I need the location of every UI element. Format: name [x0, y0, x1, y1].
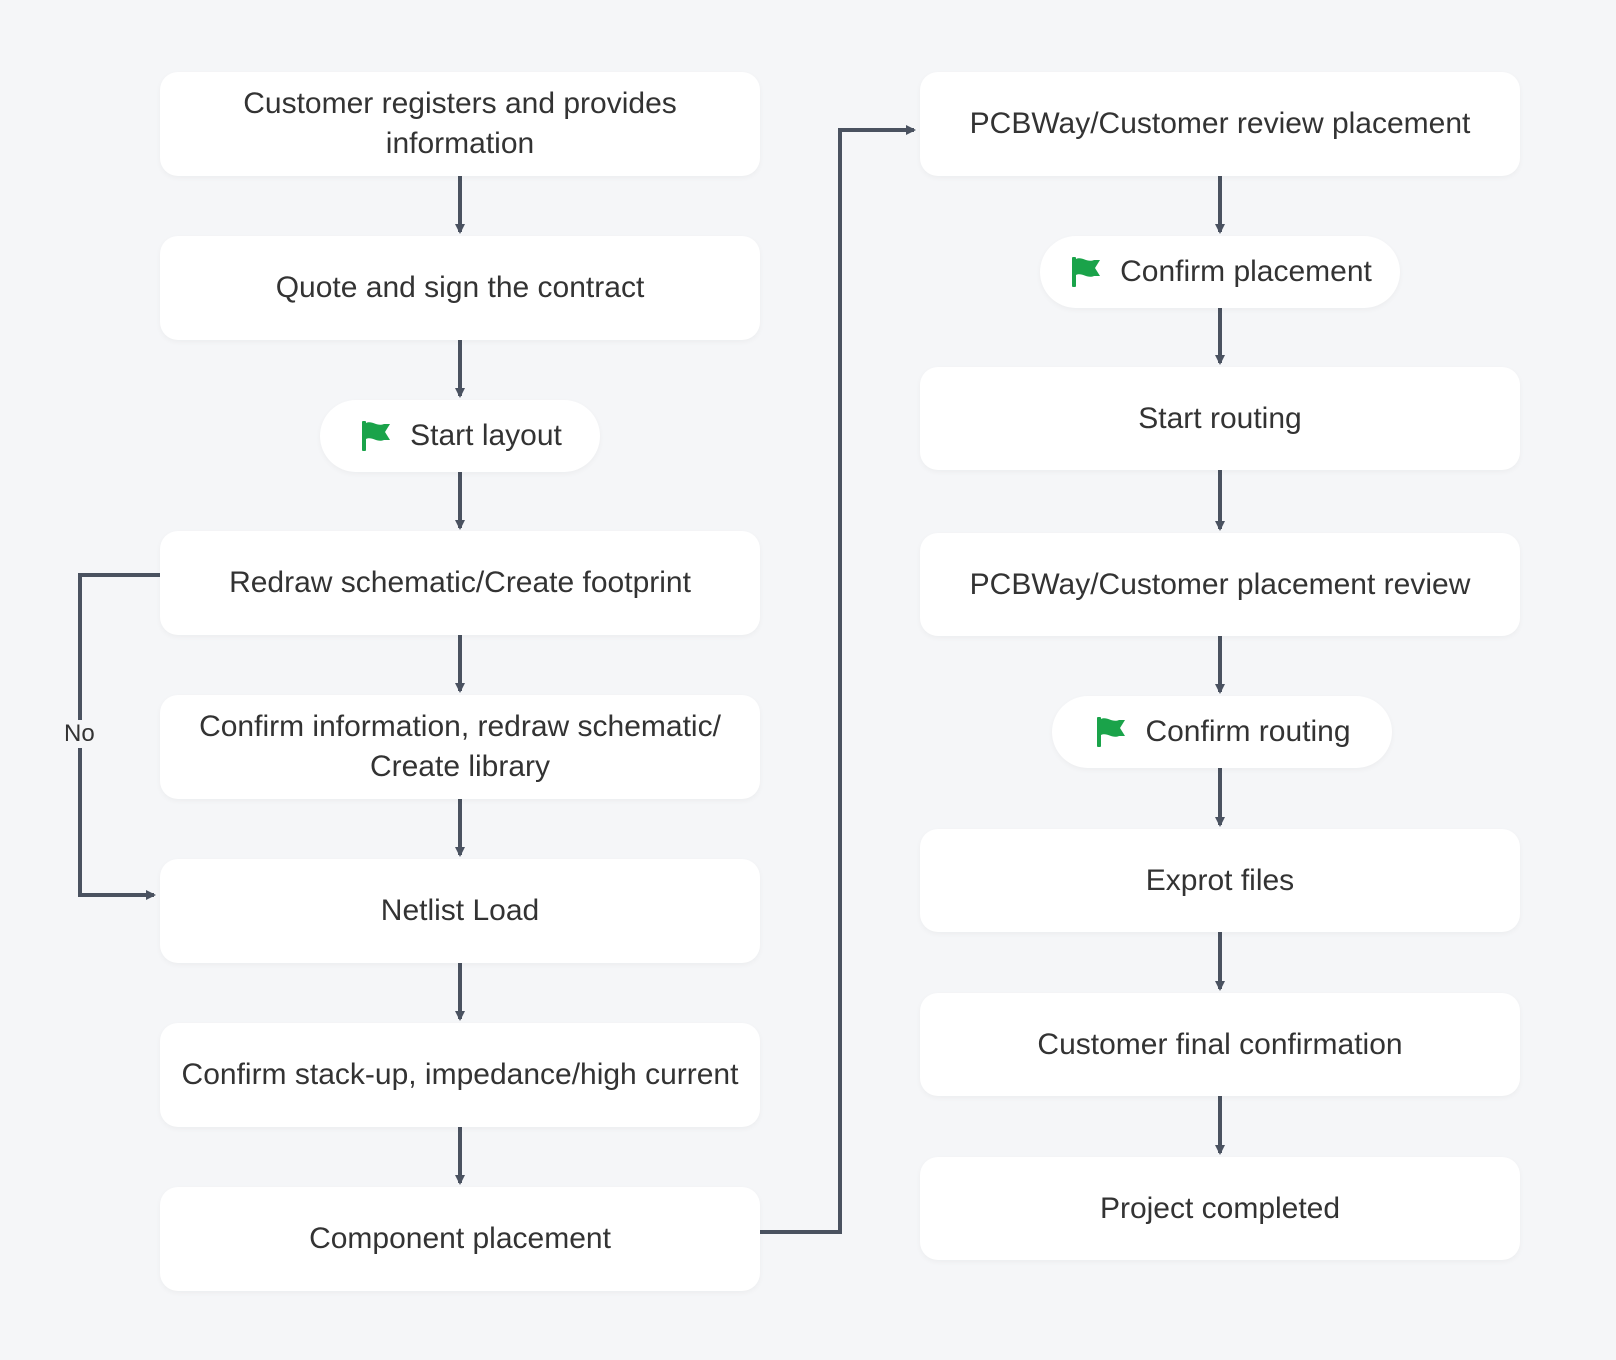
component-placement-label: Component placement	[309, 1222, 611, 1255]
start-layout-milestone: Start layout	[320, 400, 600, 472]
review-placement-label: PCBWay/Customer review placement	[969, 107, 1471, 140]
start-layout-label: Start layout	[410, 419, 562, 452]
confirm-placement-milestone: Confirm placement	[1040, 236, 1400, 308]
flag-icon	[362, 421, 391, 451]
redraw-schematic-step: Redraw schematic/Create footprint	[160, 531, 760, 635]
final-confirmation-label: Customer final confirmation	[1037, 1027, 1403, 1061]
placement-review-label: PCBWay/Customer placement review	[969, 567, 1471, 601]
no-branch-label: No	[60, 720, 99, 748]
placement-review-step: PCBWay/Customer placement review	[920, 533, 1520, 636]
quote-contract-step: Quote and sign the contract	[160, 236, 760, 340]
flag-icon	[1072, 257, 1101, 287]
netlist-load-step: Netlist Load	[160, 859, 760, 963]
redraw-schematic-label: Redraw schematic/Create footprint	[229, 566, 691, 599]
review-placement-step: PCBWay/Customer review placement	[920, 72, 1520, 176]
project-completed-label: Project completed	[1099, 1191, 1341, 1225]
netlist-load-label: Netlist Load	[380, 894, 540, 927]
quote-contract-label: Quote and sign the contract	[275, 271, 645, 304]
confirm-routing-label: Confirm routing	[1145, 715, 1351, 748]
final-confirmation-step: Customer final confirmation	[920, 993, 1520, 1096]
confirm-information-step: Confirm information, redraw schematic/ C…	[160, 695, 760, 799]
customer-registers-step: Customer registers and provides informat…	[160, 72, 760, 176]
project-completed-step: Project completed	[920, 1157, 1520, 1260]
confirm-stackup-step: Confirm stack-up, impedance/high current	[160, 1023, 760, 1127]
confirm-routing-milestone: Confirm routing	[1052, 696, 1392, 768]
column-link-connector	[760, 125, 916, 1234]
flag-icon	[1097, 717, 1126, 747]
confirm-stackup-label: Confirm stack-up, impedance/high current	[181, 1058, 739, 1091]
component-placement-step: Component placement	[160, 1187, 760, 1291]
confirm-placement-label: Confirm placement	[1120, 255, 1372, 288]
export-files-label: Exprot files	[1145, 863, 1295, 897]
confirm-information-label: Confirm information, redraw schematic/ C…	[199, 710, 721, 783]
start-routing-step: Start routing	[920, 367, 1520, 470]
export-files-step: Exprot files	[920, 829, 1520, 932]
start-routing-label: Start routing	[1138, 401, 1302, 435]
customer-registers-label: Customer registers and provides informat…	[243, 87, 677, 160]
